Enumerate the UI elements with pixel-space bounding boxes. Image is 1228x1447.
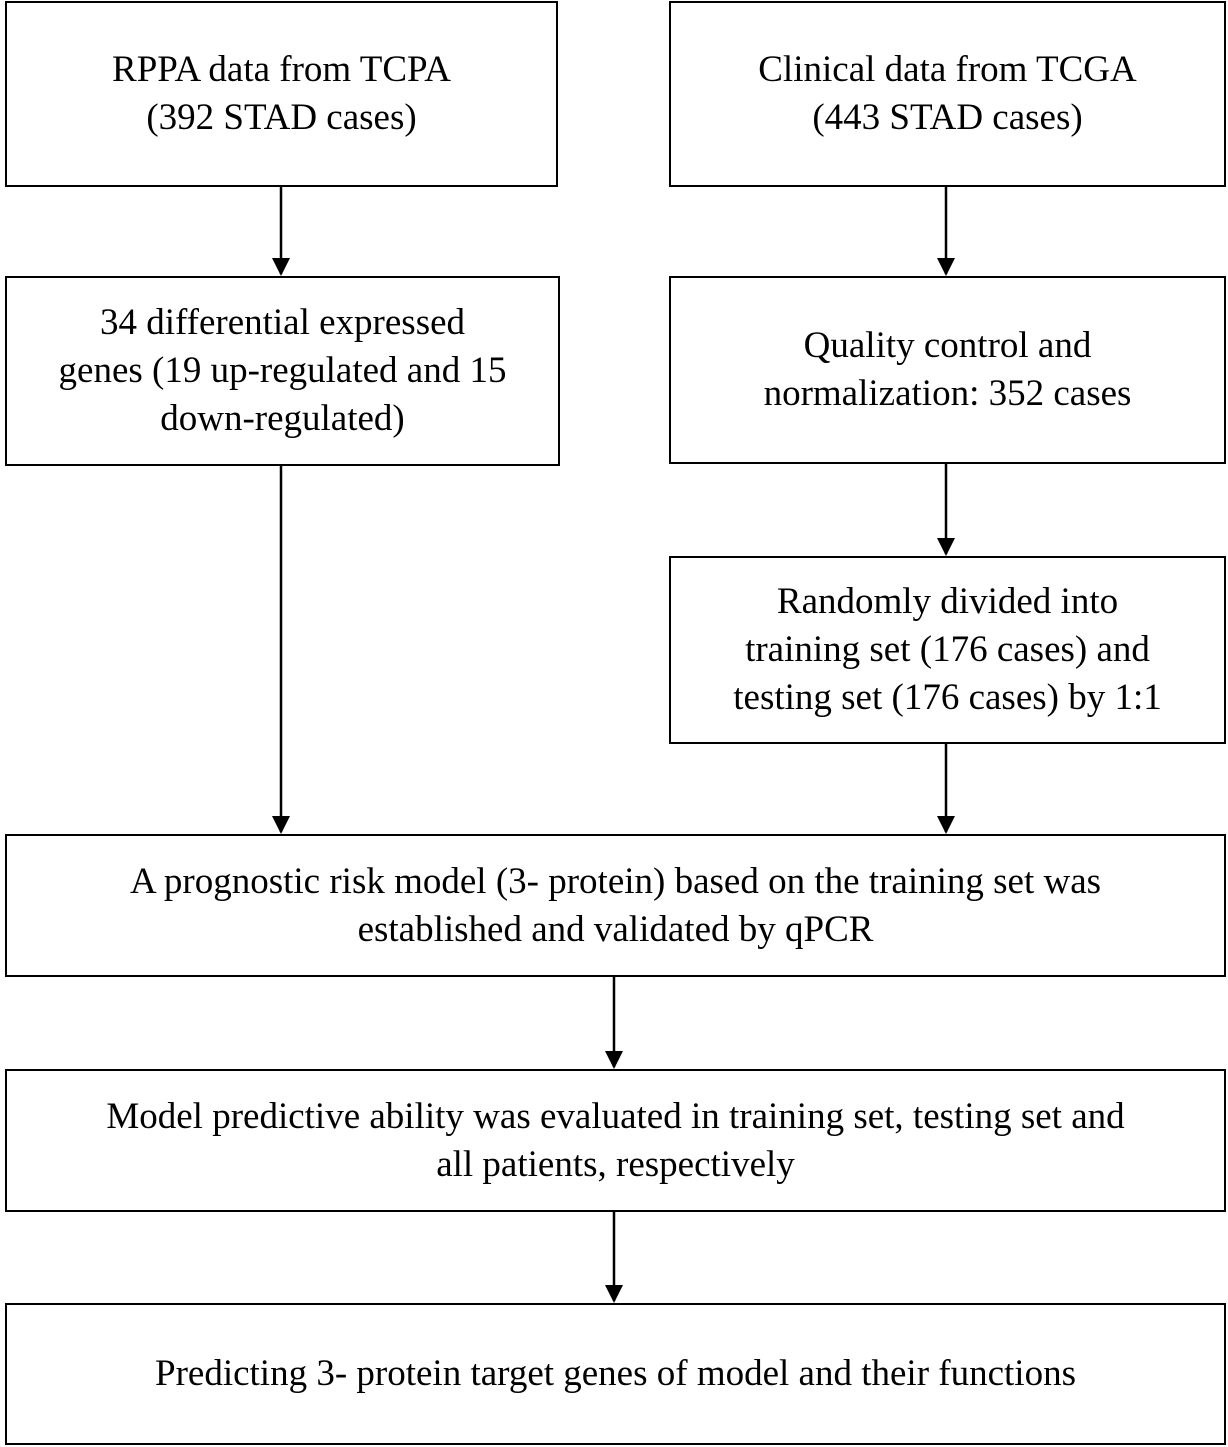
qc-line-1: Quality control and — [803, 325, 1092, 366]
split-line-1: Randomly divided into — [776, 581, 1119, 622]
deg-line-2: genes (19 up-regulated and 15 — [58, 350, 507, 391]
qc-line-2: normalization: 352 cases — [763, 373, 1132, 414]
arrowhead-evaluation-to-prediction — [605, 1285, 623, 1303]
evaluation-box: Model predictive ability was evaluated i… — [5, 1069, 1226, 1212]
rppa-line-1: RPPA data from TCPA — [112, 49, 451, 90]
arrowhead-deg-to-model — [272, 816, 290, 834]
clinical-line-2: (443 STAD cases) — [812, 97, 1083, 138]
arrowhead-split-to-model — [937, 816, 955, 834]
arrowhead-clinical-to-qc — [937, 258, 955, 276]
evaluation-line-2: all patients, respectively — [436, 1143, 795, 1185]
split-line-2: training set (176 cases) and — [745, 629, 1150, 670]
arrowhead-rppa-to-deg — [272, 258, 290, 276]
evaluation-line-1: Model predictive ability was evaluated i… — [106, 1095, 1125, 1137]
prediction-box: Predicting 3- protein target genes of mo… — [5, 1303, 1226, 1445]
risk-model-box: A prognostic risk model (3- protein) bas… — [5, 834, 1226, 977]
random-split-box: Randomly divided into training set (176 … — [669, 556, 1226, 744]
rppa-line-2: (392 STAD cases) — [146, 97, 417, 138]
deg-line-3: down-regulated) — [160, 398, 405, 439]
clinical-line-1: Clinical data from TCGA — [758, 49, 1137, 90]
rppa-data-box: RPPA data from TCPA (392 STAD cases) — [5, 1, 558, 187]
model-line-2: established and validated by qPCR — [357, 908, 874, 950]
differential-genes-box: 34 differential expressed genes (19 up-r… — [5, 276, 560, 466]
arrowhead-model-to-evaluation — [605, 1051, 623, 1069]
clinical-data-box: Clinical data from TCGA (443 STAD cases) — [669, 1, 1226, 187]
prediction-line-1: Predicting 3- protein target genes of mo… — [155, 1353, 1076, 1394]
arrowhead-qc-to-split — [937, 538, 955, 556]
deg-line-1: 34 differential expressed — [99, 302, 466, 343]
split-line-3: testing set (176 cases) by 1:1 — [733, 677, 1162, 718]
quality-control-box: Quality control and normalization: 352 c… — [669, 276, 1226, 464]
model-line-1: A prognostic risk model (3- protein) bas… — [129, 860, 1102, 902]
